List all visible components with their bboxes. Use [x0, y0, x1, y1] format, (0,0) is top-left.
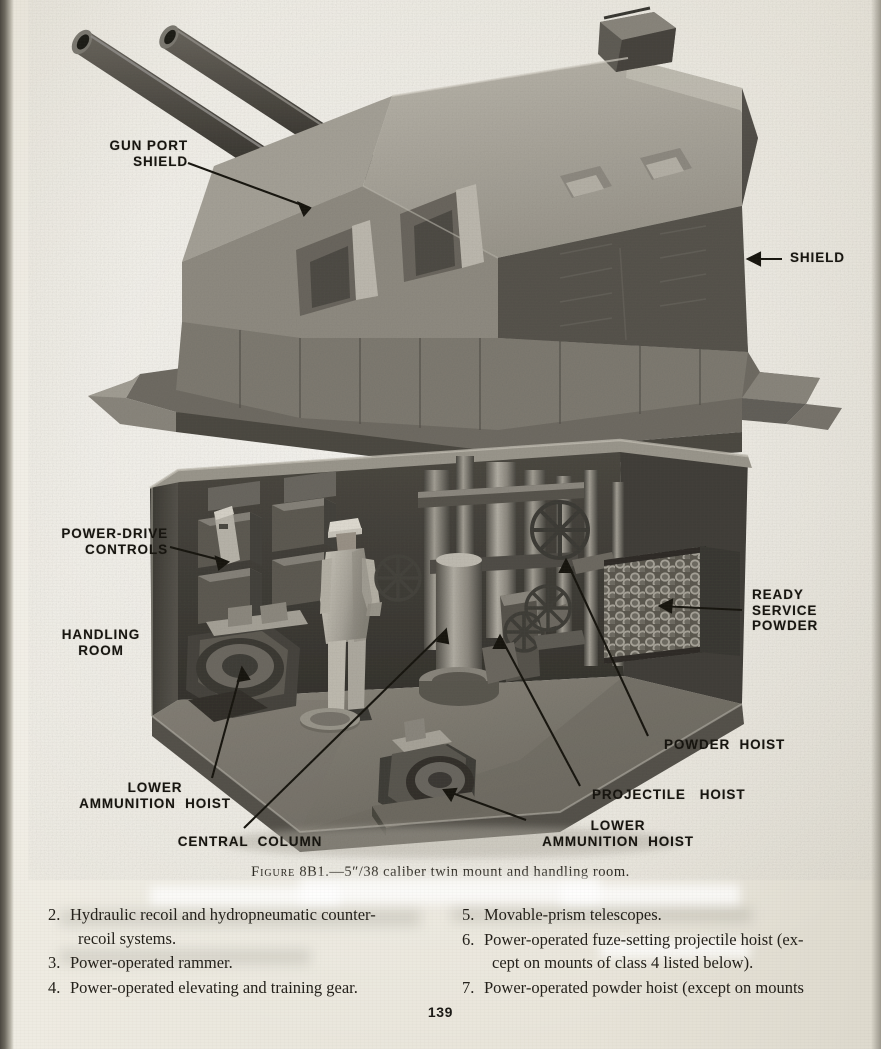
list-item-text: Power-operated rammer. [70, 951, 424, 975]
list-item-text: Power-operated powder hoist (except on m… [484, 976, 838, 1000]
figure-caption: Figure 8B1.—5″/38 caliber twin mount and… [0, 864, 881, 881]
list-column-left: 2. Hydraulic recoil and hydropneumatic c… [48, 903, 424, 1000]
callout-leader-lines [169, 162, 782, 829]
list-column-right: 5. Movable-prism telescopes. 6. Power-op… [462, 903, 838, 1000]
list-item-continuation: recoil systems. [78, 928, 177, 948]
list-item-line: Power-operated elevating and training ge… [70, 977, 358, 997]
callout-central-column: CENTRAL COLUMN [177, 834, 323, 849]
figure-illustration [71, 6, 842, 858]
numbered-item-list: 2. Hydraulic recoil and hydropneumatic c… [48, 903, 838, 1000]
list-item-continuation: cept on mounts of class 4 listed below). [492, 953, 754, 972]
list-item: 6. Power-operated fuze-setting projectil… [462, 928, 838, 975]
callout-handling-room: HANDLING ROOM [61, 627, 141, 658]
list-item-number: 5. [462, 905, 475, 924]
lower-ammo-hoist-left [186, 602, 308, 722]
scan-smudge [300, 878, 600, 904]
list-item: 5. Movable-prism telescopes. [462, 903, 838, 927]
callout-lower-ammunition-hoist-left: LOWER AMMUNITION HOIST [79, 780, 231, 811]
list-item-line: Power-operated powder hoist (except on m… [484, 977, 804, 997]
list-item-number: 3. [48, 953, 61, 972]
callout-power-drive-controls: POWER-DRIVE CONTROLS [61, 526, 168, 557]
callout-shield: SHIELD [790, 250, 845, 265]
list-item-text: Movable-prism telescopes. [484, 903, 838, 927]
list-item-text: Power-operated fuze-setting projectile h… [484, 928, 838, 975]
page-number: 139 [427, 1004, 454, 1020]
list-item-number: 7. [462, 977, 475, 997]
figure-caption-text: 8B1.—5″/38 caliber twin mount and handli… [299, 864, 630, 880]
powder-hoist [524, 470, 624, 666]
central-column [419, 553, 499, 706]
list-item-line: Movable-prism telescopes. [484, 905, 662, 924]
callout-powder-hoist: POWDER HOIST [664, 737, 786, 752]
list-item: 4. Power-operated elevating and training… [48, 976, 424, 1000]
list-item-number: 2. [48, 905, 61, 924]
handling-room [149, 438, 752, 852]
handwheel-rear [374, 554, 422, 602]
mount-shield-house [182, 6, 758, 352]
callout-lower-ammunition-hoist-right: LOWER AMMUNITION HOIST [542, 818, 694, 849]
callout-projectile-hoist: PROJECTILE HOIST [592, 787, 746, 802]
callout-ready-service-powder: READY SERVICE POWDER [752, 587, 819, 633]
power-drive-controls-unit [214, 506, 240, 566]
list-item: 2. Hydraulic recoil and hydropneumatic c… [48, 903, 424, 950]
list-item-text: Power-operated elevating and training ge… [70, 976, 424, 1000]
list-item-line: Power-operated fuze-setting projectile h… [484, 929, 804, 949]
list-item: 7. Power-operated powder hoist (except o… [462, 976, 838, 1000]
callout-gun-port-shield: GUN PORT SHIELD [109, 138, 188, 169]
projectile-hoist [482, 590, 570, 684]
list-item-number: 6. [462, 929, 475, 949]
list-item-text: Hydraulic recoil and hydropneumatic coun… [70, 903, 424, 950]
list-item-line: Power-operated rammer. [70, 953, 233, 972]
figure-caption-label: Figure [251, 864, 296, 880]
list-item: 3. Power-operated rammer. [48, 951, 424, 975]
list-item-number: 4. [48, 977, 61, 997]
ready-service-powder-rack [604, 546, 740, 664]
list-item-line: Hydraulic recoil and hydropneumatic coun… [70, 905, 376, 924]
